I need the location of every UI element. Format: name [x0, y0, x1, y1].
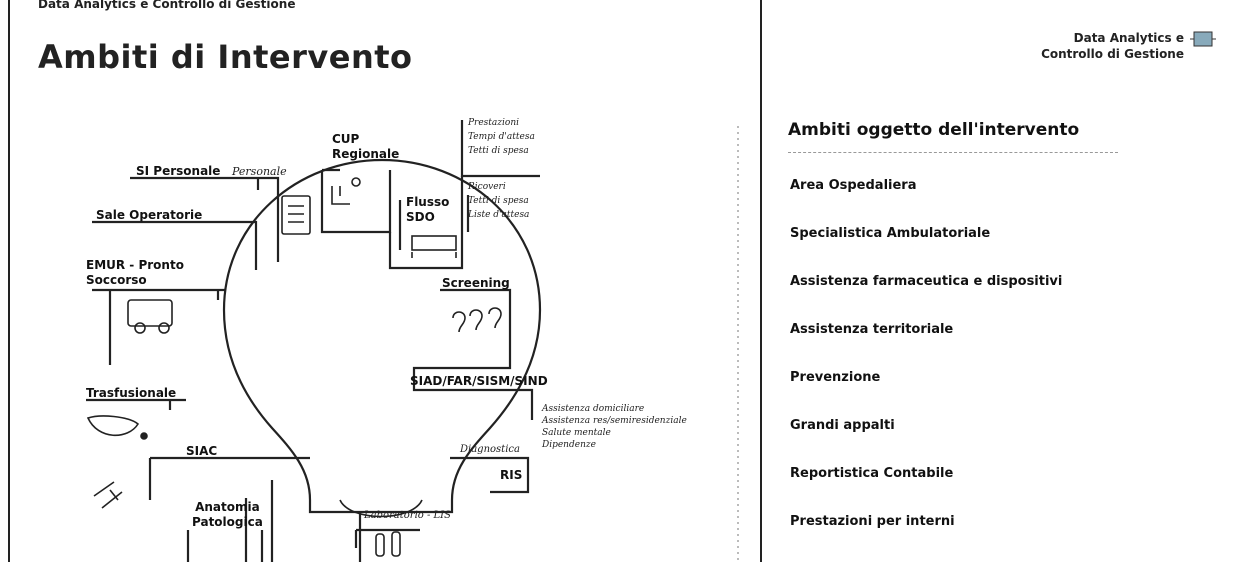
- node-si-personale: SI Personale: [136, 164, 221, 178]
- personale-note: Personale: [232, 165, 287, 178]
- panel-title: Ambiti oggetto dell'intervento: [788, 120, 1080, 140]
- area-item: Assistenza farmaceutica e dispositivi: [790, 274, 1063, 289]
- header-subtitle: Data Analytics e Controllo di Gestione: [38, 0, 296, 11]
- cup-note-1: Prestazioni: [468, 118, 519, 128]
- xray-icon: [93, 481, 123, 509]
- area-item: Prevenzione: [790, 370, 881, 385]
- cup-frame: [320, 168, 392, 234]
- emur-frame: [92, 288, 226, 365]
- bulb-filament: [339, 499, 423, 518]
- siad-note-2: Assistenza res/semiresidenziale: [542, 416, 687, 426]
- node-sale-operatorie: Sale Operatorie: [96, 208, 203, 222]
- diagnostica-note: Diagnostica: [460, 444, 520, 455]
- areas-panel: Data Analytics e Controllo di Gestione A…: [762, 0, 1238, 562]
- cup-note-2: Tempi d'attesa: [468, 132, 535, 142]
- node-ris: RIS: [500, 468, 523, 482]
- siad-note-4: Dipendenze: [542, 440, 596, 450]
- anatomia-frame: [186, 498, 248, 562]
- sdo-note-1: Ricoveri: [468, 182, 506, 192]
- bulb-outline: [222, 158, 542, 501]
- area-item: Reportistica Contabile: [790, 466, 954, 481]
- laboratorio-note: Laboratorio - LIS: [364, 510, 451, 521]
- clipboard-icon: [281, 195, 311, 235]
- node-emur: EMUR - Pronto Soccorso: [86, 258, 184, 287]
- area-item: Assistenza territoriale: [790, 322, 954, 337]
- sdo-frame: [388, 176, 464, 270]
- node-siad: SIAD/FAR/SISM/SIND: [410, 374, 548, 388]
- node-cup: CUP Regionale: [332, 132, 400, 161]
- sale-frame: [92, 220, 258, 270]
- test-tube-icon-2: [391, 531, 401, 557]
- screening-frame: [412, 288, 515, 392]
- bulb-base: [308, 500, 454, 514]
- siac-frame: [148, 456, 310, 500]
- lightbulb-diagram: [86, 120, 739, 562]
- screening-icon: [452, 307, 502, 333]
- blood-bag-icon: [86, 415, 140, 437]
- area-item: Area Ospedaliera: [790, 178, 917, 193]
- ambulance-icon: [127, 299, 173, 327]
- page-title: Ambiti di Intervento: [38, 38, 413, 76]
- node-trasfusionale: Trasfusionale: [86, 386, 177, 400]
- node-flusso-sdo: Flusso SDO: [406, 195, 450, 224]
- area-item: Specialistica Ambulatoriale: [790, 226, 991, 241]
- area-item: Prestazioni per interni: [790, 514, 955, 529]
- test-tube-icon-1: [375, 533, 385, 557]
- area-item: Grandi appalti: [790, 418, 895, 433]
- clock-icon: [351, 177, 361, 187]
- personale-frame: [130, 176, 280, 262]
- node-screening: Screening: [442, 276, 510, 290]
- diagram-panel: Data Analytics e Controllo di Gestione A…: [8, 0, 762, 562]
- node-anatomia: Anatomia Patologica: [192, 500, 263, 529]
- brand-logo-icon: [1190, 31, 1216, 47]
- sdo-note-2: Tetti di spesa: [468, 196, 529, 206]
- sdo-note-3: Liste d'attesa: [468, 210, 530, 220]
- brand-name: Data Analytics e Controllo di Gestione: [1041, 31, 1184, 61]
- chair-icon: [331, 186, 350, 205]
- siad-note-3: Salute mentale: [542, 428, 611, 438]
- trasfusionale-frame: [86, 398, 186, 410]
- cup-note-3: Tetti di spesa: [468, 146, 529, 156]
- bed-icon: [411, 235, 457, 251]
- ris-frame: [450, 456, 530, 494]
- node-siac: SIAC: [186, 444, 218, 458]
- siad-note-1: Assistenza domiciliare: [542, 404, 645, 414]
- panel-divider: [788, 152, 1118, 153]
